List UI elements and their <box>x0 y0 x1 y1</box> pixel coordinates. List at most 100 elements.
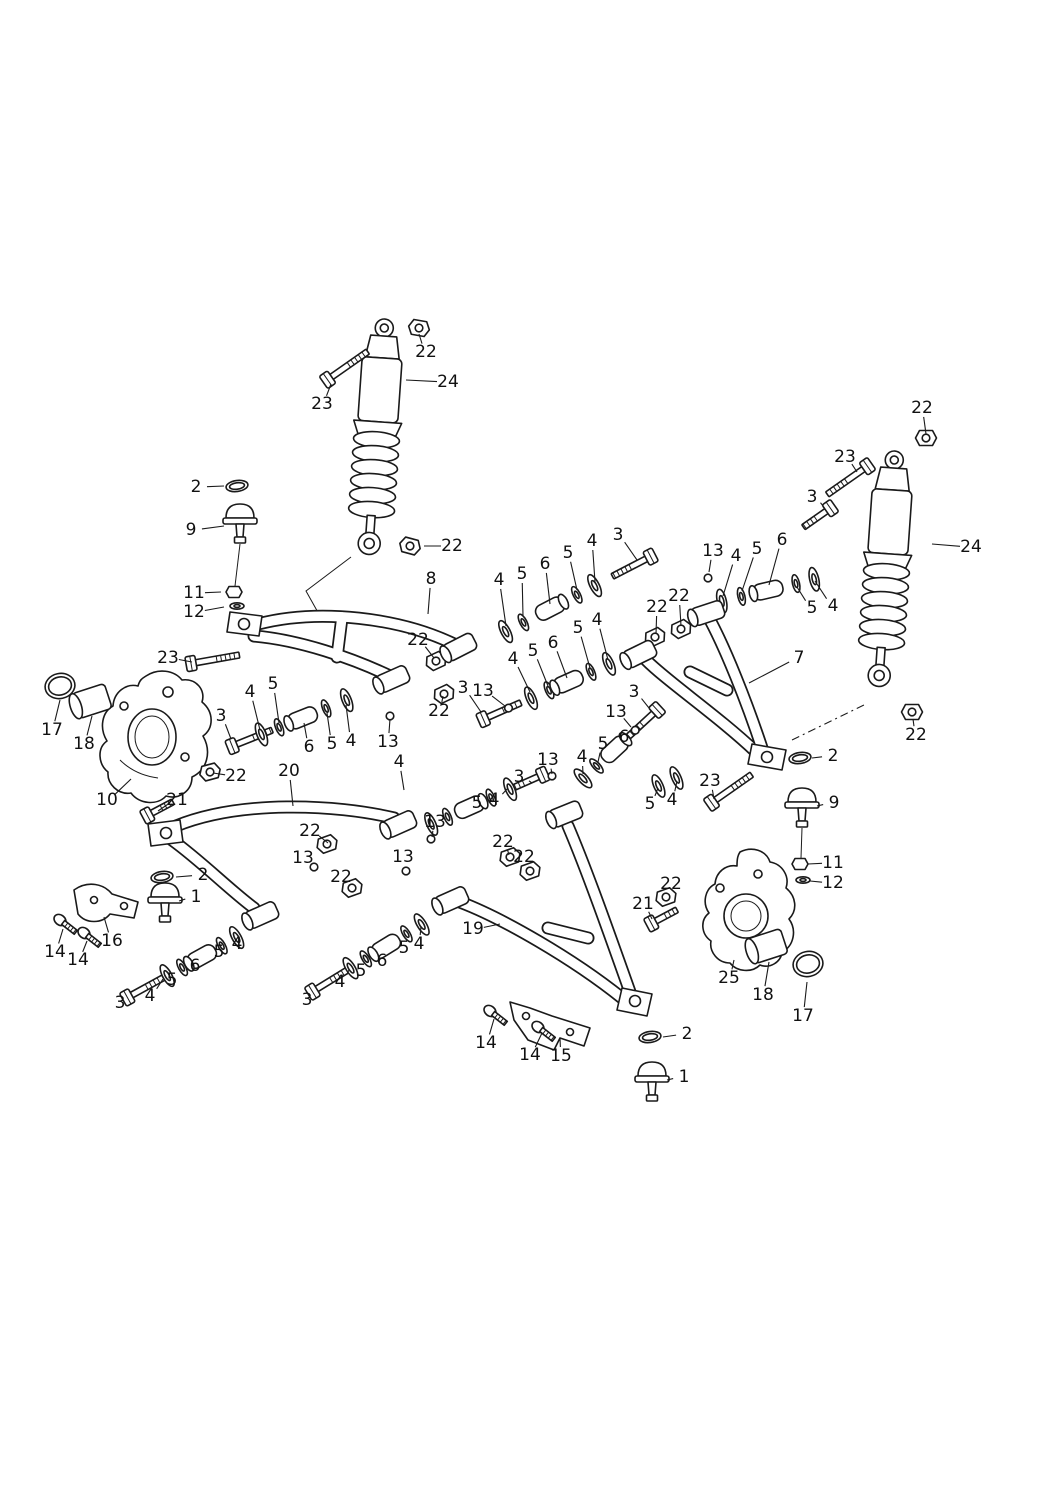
callout-11: 11 <box>183 583 205 603</box>
spacer-washer <box>543 681 555 700</box>
arm-bushing-sleeve <box>545 800 584 830</box>
flange-nut <box>316 833 338 855</box>
leader-line <box>483 923 501 928</box>
flange-nut <box>433 683 455 705</box>
leader-line <box>441 695 444 703</box>
bracket-screw <box>77 926 103 949</box>
flange-nut <box>655 886 677 908</box>
leader-line <box>570 561 578 591</box>
flange-nut <box>499 846 521 868</box>
callout-22: 22 <box>428 701 450 721</box>
flange-nut <box>341 877 363 899</box>
flange-nut <box>914 429 938 447</box>
callout-3: 3 <box>216 706 227 726</box>
short-bolt <box>801 499 839 531</box>
callout-22: 22 <box>225 766 247 786</box>
callout-22: 22 <box>646 597 668 617</box>
callout-20: 20 <box>278 761 300 781</box>
callout-4: 4 <box>508 649 519 669</box>
callout-5: 5 <box>573 618 584 638</box>
leader-line <box>175 875 193 878</box>
callout-4: 4 <box>346 731 357 751</box>
callout-3: 3 <box>115 993 126 1013</box>
callout-5: 5 <box>214 942 225 962</box>
washer <box>497 619 514 644</box>
leader-line <box>82 940 88 953</box>
leader-line <box>86 715 93 736</box>
upper-control-arm-right <box>639 613 787 771</box>
leader-line <box>803 981 808 1008</box>
construction-line <box>305 556 352 617</box>
retaining-ring <box>225 479 249 493</box>
callout-22: 22 <box>513 847 535 867</box>
leader-line <box>641 698 650 709</box>
leader-line <box>400 770 405 791</box>
retaining-ring <box>788 751 812 765</box>
flange-nut <box>199 762 221 782</box>
leader-line <box>178 898 186 902</box>
leader-line <box>796 586 807 601</box>
leader-line <box>674 780 678 792</box>
leader-line <box>722 564 734 597</box>
leader-line <box>517 666 531 693</box>
leader-line <box>648 911 653 920</box>
knuckle-pinch-bolt <box>139 798 175 825</box>
leader-line <box>212 772 226 776</box>
bolt <box>626 701 666 739</box>
callout-6: 6 <box>304 737 315 757</box>
leader-line <box>580 636 591 669</box>
washer <box>228 925 245 950</box>
callout-14: 14 <box>44 942 66 962</box>
leader-line <box>178 658 193 663</box>
leader-line <box>679 604 682 627</box>
leader-line <box>224 724 232 740</box>
callout-5: 5 <box>645 794 656 814</box>
leader-line <box>156 978 164 990</box>
spacer-washer <box>441 807 454 826</box>
lower-control-arm-left <box>147 800 401 915</box>
spacer-sleeve <box>283 706 319 732</box>
washer <box>669 766 684 790</box>
steering-knuckle-left <box>99 670 212 804</box>
callout-13: 13 <box>292 848 314 868</box>
callout-4: 4 <box>145 986 156 1006</box>
leader-line <box>624 541 638 561</box>
callout-3: 3 <box>458 678 469 698</box>
arm-bushing-sleeve <box>431 886 470 916</box>
callout-22: 22 <box>668 586 690 606</box>
spacer-washer <box>589 758 604 774</box>
callout-4: 4 <box>414 934 425 954</box>
callout-9: 9 <box>829 793 840 813</box>
leader-line <box>274 692 280 724</box>
fastener-chain <box>304 913 430 1001</box>
snap-ring <box>630 725 640 735</box>
leader-line <box>204 591 222 594</box>
fastener-chain <box>715 566 821 614</box>
callout-13: 13 <box>702 541 724 561</box>
leader-line <box>326 712 331 736</box>
callout-13: 13 <box>392 847 414 867</box>
callout-15: 15 <box>550 1046 572 1066</box>
spacer-washer <box>320 699 332 718</box>
spacer-sleeve <box>600 731 633 764</box>
leader-line <box>507 850 510 856</box>
bracket-screw <box>483 1004 509 1027</box>
leader-line <box>623 718 632 728</box>
leader-line <box>521 582 524 617</box>
leader-line <box>545 572 551 605</box>
washer <box>339 688 354 713</box>
arm-bushing-sleeve <box>686 599 726 628</box>
pivot-bolt <box>319 348 370 389</box>
callout-6: 6 <box>190 956 201 976</box>
leader-line <box>931 543 961 547</box>
leader-line <box>103 916 110 933</box>
leader-line <box>418 333 423 344</box>
callout-23: 23 <box>699 771 721 791</box>
callout-22: 22 <box>407 630 429 650</box>
spacer-sleeve <box>182 944 218 972</box>
bracket-screw <box>531 1020 557 1043</box>
snap-ring <box>401 866 411 876</box>
